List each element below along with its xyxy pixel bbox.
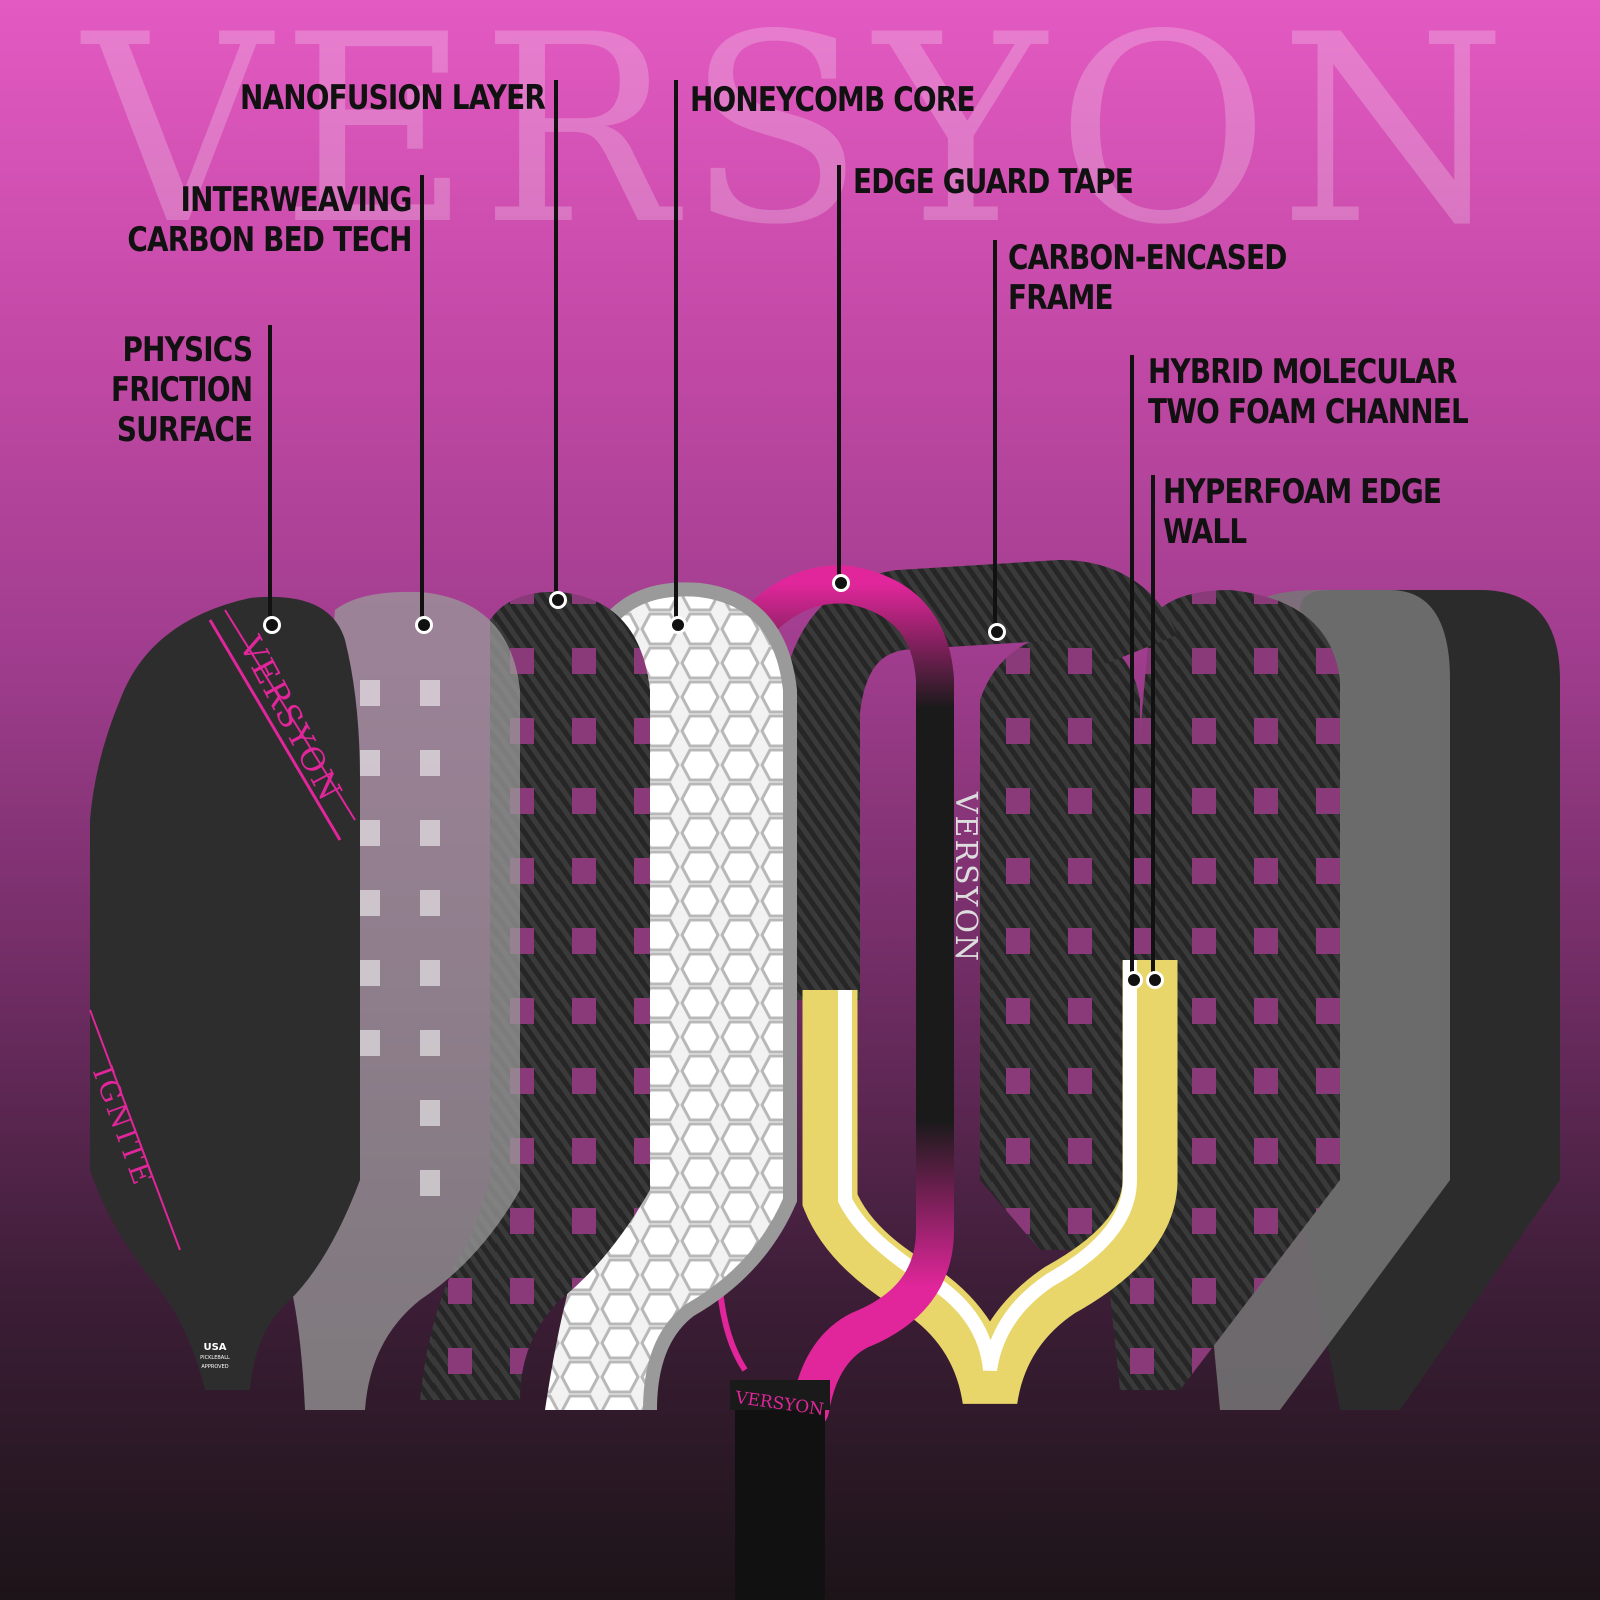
- usa-badge-line1: USA: [203, 1342, 227, 1353]
- label-carbon-encased-frame: CARBON-ENCASED FRAME: [1008, 238, 1287, 318]
- foam-inner-white: [838, 960, 1137, 1372]
- callout-line-hyperfoam: [1151, 475, 1155, 980]
- callout-dot-nanofusion: [549, 591, 567, 609]
- label-honeycomb-core: HONEYCOMB CORE: [690, 80, 975, 120]
- label-hybrid-molecular-foam: HYBRID MOLECULAR TWO FOAM CHANNEL: [1148, 352, 1469, 432]
- label-hyperfoam-edge-wall: HYPERFOAM EDGE WALL: [1163, 472, 1442, 552]
- frame-brand-text: VERSYON: [948, 791, 984, 964]
- label-nanofusion-layer: NANOFUSION LAYER: [239, 78, 546, 118]
- nanofusion-grid: [420, 591, 650, 1400]
- callout-line-edge-guard: [837, 165, 841, 585]
- callout-dot-carbon-frame: [988, 623, 1006, 641]
- callout-line-physics: [268, 325, 272, 625]
- callout-dot-hyperfoam: [1146, 971, 1164, 989]
- usa-badge-line2: PICKLEBALL: [200, 1355, 230, 1361]
- callout-line-interweaving: [420, 175, 424, 625]
- callout-dot-edge-guard: [832, 574, 850, 592]
- callout-dot-interweaving: [415, 616, 433, 634]
- callout-dot-hybrid-foam: [1125, 971, 1143, 989]
- label-physics-friction-surface: PHYSICS FRICTION SURFACE: [110, 330, 253, 450]
- rear-grid-layer: [980, 630, 1140, 1250]
- callout-line-carbon-frame: [993, 240, 997, 630]
- callout-dot-honeycomb: [669, 616, 687, 634]
- callout-dot-physics: [263, 616, 281, 634]
- interweaving-holes: [360, 680, 440, 1196]
- callout-line-nanofusion: [554, 80, 558, 600]
- usa-badge-line3: APPROVED: [201, 1364, 229, 1370]
- handle-collar: [730, 1380, 830, 1410]
- callout-line-honeycomb: [674, 80, 678, 625]
- usa-approved-badge: USA PICKLEBALL APPROVED: [198, 1342, 232, 1372]
- handle-grip: [735, 1390, 825, 1600]
- label-edge-guard-tape: EDGE GUARD TAPE: [853, 162, 1134, 202]
- edge-guard-tape: [741, 565, 954, 1429]
- label-interweaving-carbon-bed: INTERWEAVING CARBON BED TECH: [127, 180, 413, 260]
- front-stripe: [208, 619, 342, 841]
- foam-channel: [802, 960, 1178, 1405]
- callout-line-hybrid-foam: [1130, 355, 1134, 980]
- brand-watermark: VERSYON: [83, 0, 1517, 282]
